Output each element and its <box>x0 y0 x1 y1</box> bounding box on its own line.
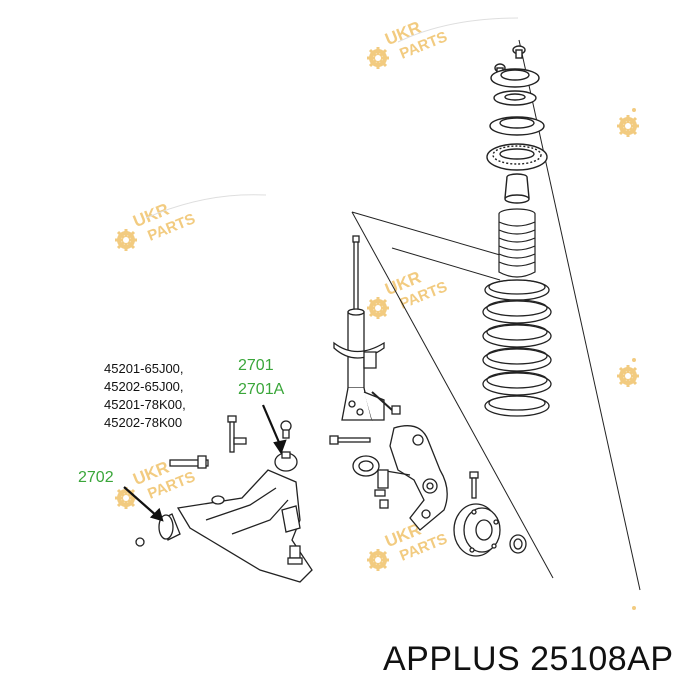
bump-stop <box>504 173 530 204</box>
watermark: UKR PARTS <box>365 17 519 71</box>
arm-bolt <box>169 415 247 469</box>
callout-label-2701: 2701 <box>238 357 274 374</box>
callout-label-2702: 2702 <box>78 469 114 486</box>
wheel-hub <box>453 503 527 557</box>
watermark-dot <box>632 108 636 112</box>
part-number-line: 45202-65J00, <box>104 379 184 394</box>
dust-boot <box>498 208 536 278</box>
watermark-dot <box>632 358 636 362</box>
lower-control-arm <box>176 469 313 583</box>
strut-top-mount <box>490 45 540 106</box>
part-number-line: 45202-78K00 <box>104 415 183 430</box>
bearing-ring <box>486 143 548 171</box>
watermark-edge-gear <box>615 113 641 139</box>
watermark-edge-gear <box>615 363 641 389</box>
footer-part-number: APPLUS 25108AP <box>383 640 674 678</box>
coil-spring <box>482 279 552 417</box>
part-number-line: 45201-65J00, <box>104 361 184 376</box>
callout-arrows <box>123 404 287 522</box>
watermark: UKR PARTS <box>365 268 450 321</box>
spring-seat-upper <box>489 116 545 136</box>
drive-shaft-stub <box>352 455 389 509</box>
steering-knuckle <box>379 425 448 531</box>
shock-absorber <box>333 235 393 421</box>
watermark: UKR PARTS <box>365 520 450 573</box>
watermark: UKR PARTS <box>113 194 267 253</box>
part-number-line: 45201-78K00, <box>104 397 186 412</box>
callout-label-2701a: 2701A <box>238 381 285 398</box>
ball-joint <box>274 420 298 472</box>
watermark-dot <box>632 606 636 610</box>
bushing <box>281 505 303 565</box>
hub-bolt <box>469 471 479 499</box>
bolt <box>329 405 401 445</box>
